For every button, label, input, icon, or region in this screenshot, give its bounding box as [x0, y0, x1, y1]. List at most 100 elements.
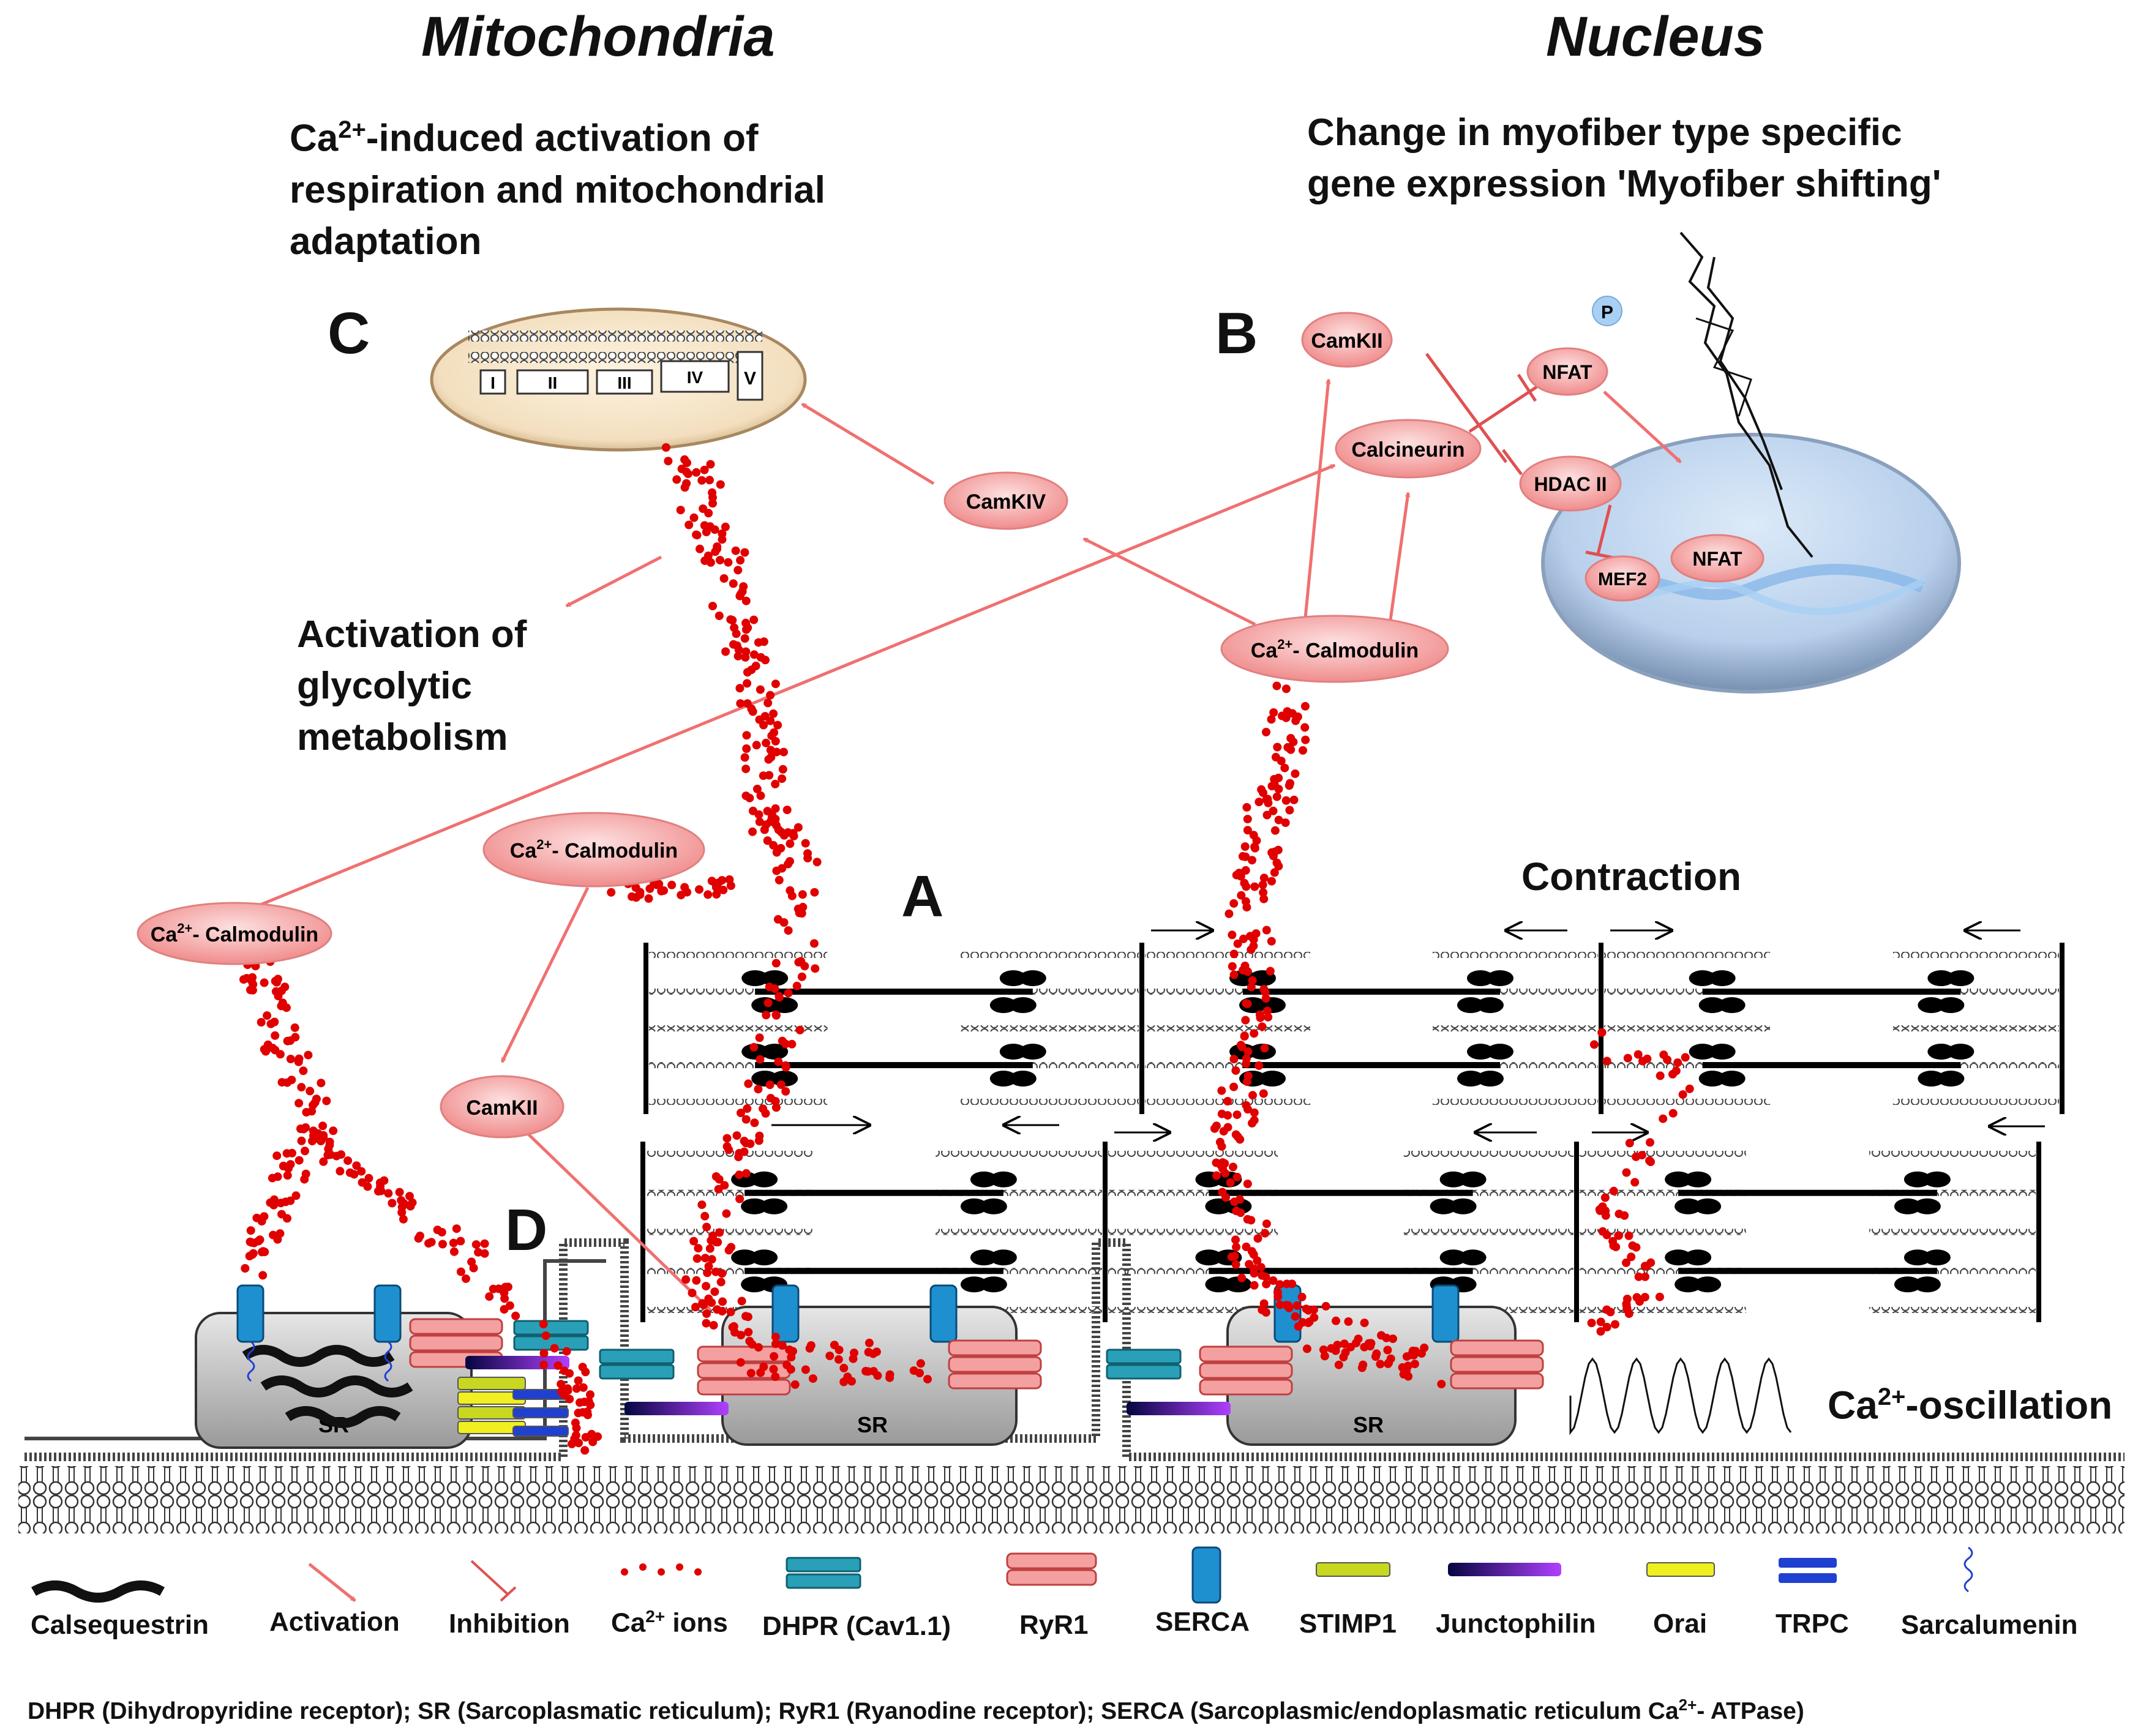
- ca-ion: [700, 465, 709, 474]
- svg-text:NFAT: NFAT: [1542, 361, 1592, 383]
- ca-ion: [729, 579, 738, 588]
- node-camkii-top: CamKII: [1301, 312, 1393, 368]
- ca-ion: [1270, 775, 1279, 784]
- ca-ion: [737, 1109, 745, 1118]
- ca-ion: [809, 939, 819, 948]
- mito-complex-label: I: [490, 373, 495, 392]
- ca-ion: [384, 1189, 393, 1198]
- ca-ion: [754, 1343, 763, 1352]
- ca-ion: [915, 1369, 924, 1378]
- myosin-head: [1457, 997, 1484, 1013]
- ca-ion: [578, 1363, 587, 1372]
- activation-icon: [308, 1563, 355, 1602]
- myosin-head: [960, 1198, 988, 1214]
- ca-ion: [716, 480, 725, 489]
- myosin-head: [1684, 1249, 1712, 1266]
- ca-ion: [1297, 1292, 1307, 1301]
- ca-ion: [1217, 1086, 1226, 1095]
- ca-ion: [776, 844, 786, 853]
- actin-filament: [1433, 1025, 1598, 1031]
- ca-ion: [732, 1131, 741, 1140]
- ca-ion: [786, 1365, 795, 1374]
- ca-ion: [787, 1039, 797, 1049]
- panel-letter-c: C: [328, 301, 370, 366]
- serca-pumps: [236, 1284, 1460, 1343]
- mito-complex-label: II: [548, 373, 558, 392]
- ca-ion: [774, 1057, 783, 1066]
- ca-ion: [539, 1349, 549, 1358]
- ca-ion: [580, 1446, 590, 1455]
- actin-filament: [1403, 1189, 1573, 1196]
- ca-ion: [729, 640, 738, 649]
- ca-ion: [773, 915, 782, 924]
- ca-ion: [724, 1145, 733, 1154]
- ca-oscillation-wave: [1569, 1357, 1792, 1435]
- ca-ion: [1240, 842, 1250, 851]
- store-operated-complex: [457, 1377, 569, 1437]
- ca-ion: [683, 470, 692, 478]
- orai-icon: [1646, 1562, 1715, 1577]
- ca-ion: [562, 1347, 571, 1356]
- ca-ion: [748, 827, 757, 836]
- ca-ion: [786, 857, 794, 866]
- ca-ion: [1264, 1012, 1273, 1022]
- myosin-head: [1430, 1198, 1457, 1214]
- caption-ca-oscillation: Ca2+-oscillation: [1828, 1383, 2113, 1427]
- ca-ion: [740, 1147, 749, 1156]
- ca-ion: [500, 1284, 509, 1293]
- actin-filament: [1145, 952, 1310, 958]
- ca-ion: [1212, 1121, 1221, 1131]
- ca-ion: [744, 1328, 753, 1337]
- ca-ion: [706, 460, 715, 469]
- ca-ion: [741, 765, 751, 774]
- ca-ion: [1228, 930, 1237, 940]
- heading-mitochondria: Mitochondria: [421, 6, 775, 68]
- myosin-head: [970, 1249, 997, 1266]
- myosin-head: [1918, 1071, 1945, 1087]
- legend-calsequestrin: Calsequestrin: [31, 1610, 209, 1640]
- ca-ion: [797, 957, 806, 966]
- ca-ion: [1282, 1301, 1291, 1310]
- ca-ion: [1241, 1016, 1250, 1025]
- serca-icon: [1191, 1546, 1221, 1604]
- ca-ion: [1262, 728, 1270, 736]
- ca-ion: [714, 612, 724, 620]
- ca-ion: [480, 1239, 489, 1248]
- ca-ion: [672, 475, 681, 484]
- ca-ion: [268, 1173, 277, 1183]
- ca-ion: [280, 982, 290, 992]
- ca-ion: [682, 479, 691, 488]
- ca-ion: [485, 1292, 494, 1301]
- ca-ion: [719, 885, 728, 894]
- myosin-head: [1923, 1171, 1951, 1188]
- actin-filament: [1403, 1229, 1573, 1235]
- ca-ion: [789, 829, 798, 838]
- ca-ion: [667, 880, 677, 889]
- actin-filament: [1892, 952, 2059, 958]
- ca-ion: [752, 741, 761, 750]
- ca-ion: [1597, 1028, 1607, 1037]
- ca-ion: [705, 1244, 714, 1253]
- ca-ion: [1673, 1058, 1682, 1067]
- sarcomeres: [640, 943, 2065, 1322]
- ca-ion: [795, 1025, 804, 1034]
- ca-ion: [737, 1296, 746, 1306]
- actin-filament: [1403, 1268, 1573, 1274]
- ca-ion: [1218, 1188, 1227, 1197]
- ca-ion: [778, 1341, 787, 1350]
- ca-ion: [397, 1196, 406, 1205]
- ca-ion: [830, 1341, 839, 1350]
- ca-ion: [263, 1011, 272, 1020]
- ca-ion: [581, 1433, 590, 1442]
- myosin-head: [1487, 1044, 1513, 1060]
- ca-ion: [1233, 939, 1242, 948]
- node-camkiv: CamKIV: [943, 471, 1068, 530]
- ca-ion: [1273, 743, 1282, 752]
- ca-ion: [839, 1377, 849, 1386]
- ca-ion: [711, 883, 721, 892]
- ca-ion: [1638, 1057, 1647, 1066]
- actin-filament: [1580, 1268, 1746, 1274]
- ca-ion: [1243, 815, 1252, 824]
- ca-ion: [765, 1080, 774, 1090]
- ca-ion: [864, 1338, 874, 1347]
